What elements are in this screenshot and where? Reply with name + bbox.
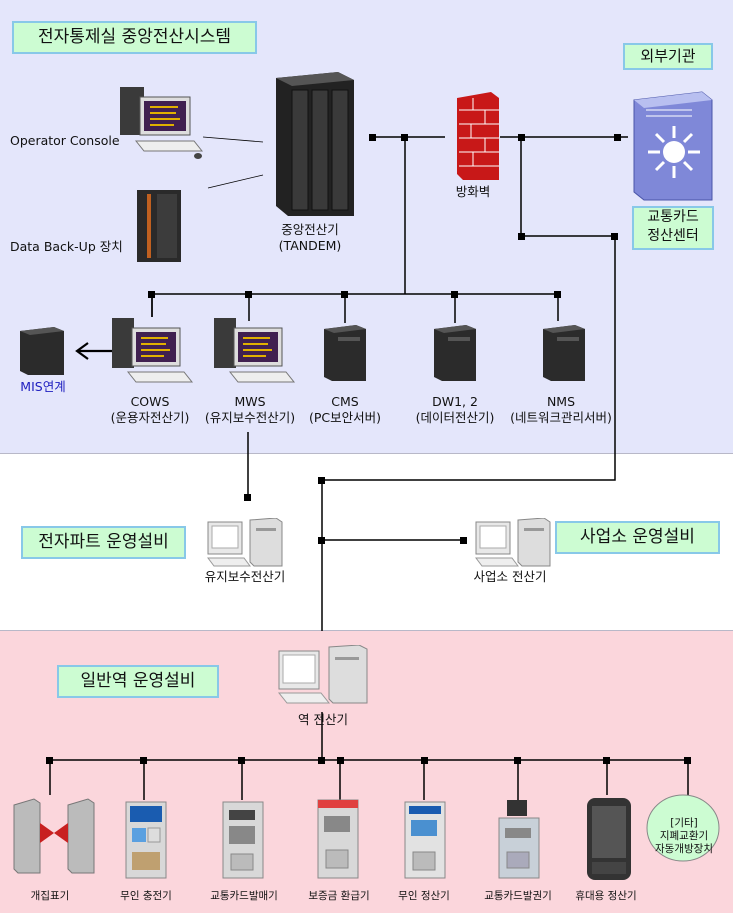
data-backup-label: Data Back-Up 장치: [10, 239, 123, 254]
maintenance-pc-label: 유지보수전산기: [204, 569, 286, 584]
other-line1: [기타]: [670, 817, 698, 829]
station-pc-icon: [277, 645, 368, 704]
charger-device-icon: [125, 801, 167, 879]
server-cms-desc: (PC보안서버): [308, 410, 382, 425]
operator-console-workstation: [120, 87, 204, 159]
cms-server-icon: [324, 325, 366, 381]
station-pc-label: 역 전산기: [298, 712, 348, 727]
office-pc-icon: [475, 518, 551, 567]
device-deposit-refund-label: 보증금 환급기: [308, 890, 370, 902]
fare-adjust-device-icon: [404, 801, 446, 879]
central-computer-name: 중앙전산기: [281, 222, 339, 237]
portable-adjust-device-icon: [587, 798, 631, 880]
card-issue-device-icon: [498, 800, 540, 879]
station-title: 일반역 운영설비: [57, 665, 219, 698]
firewall-icon: [457, 92, 499, 180]
server-dw-name: DW1, 2: [432, 394, 478, 409]
external-agency-title: 외부기관: [623, 43, 713, 70]
card-vending-device-icon: [222, 801, 264, 879]
server-cows-name: COWS: [130, 394, 170, 409]
server-cms-name: CMS: [331, 394, 359, 409]
other-line3: 자동개방장치: [655, 843, 713, 855]
server-cows-desc: (운용자전산기): [110, 410, 190, 425]
server-nms-desc: (네트워크관리서버): [510, 410, 612, 425]
card-center-line1: 교통카드: [647, 209, 699, 225]
electronics-part-title: 전자파트 운영설비: [21, 526, 186, 559]
data-backup-device: [137, 190, 181, 262]
operator-console-label: Operator Console: [10, 133, 120, 148]
other-devices-bubble: [646, 794, 720, 862]
card-settlement-center: 교통카드 정산센터: [632, 206, 714, 250]
central-computer-model: (TANDEM): [278, 238, 342, 253]
mws-workstation: [214, 318, 296, 383]
office-pc-label: 사업소 전산기: [473, 569, 547, 584]
external-switch-icon: [633, 91, 713, 201]
device-card-vending-label: 교통카드발매기: [210, 890, 278, 902]
server-nms-name: NMS: [546, 394, 576, 409]
central-system-zone: [0, 0, 733, 454]
dw-server-icon: [434, 325, 476, 381]
card-center-line2: 정산센터: [647, 228, 699, 244]
device-portable-adjust-label: 휴대용 정산기: [575, 890, 637, 902]
firewall-label: 방화벽: [455, 184, 491, 199]
mis-link-label: MIS연계: [20, 379, 66, 394]
other-line2: 지폐교환기: [659, 830, 709, 842]
device-card-issue-label: 교통카드발권기: [484, 890, 552, 902]
nms-server-icon: [543, 325, 585, 381]
maintenance-pc-icon: [207, 518, 283, 567]
office-title: 사업소 운영설비: [555, 521, 720, 554]
cows-workstation: [112, 318, 194, 383]
gate-device-icon: [13, 798, 95, 874]
mis-server-icon: [20, 327, 64, 375]
server-mws-name: MWS: [234, 394, 266, 409]
deposit-refund-device-icon: [317, 799, 359, 879]
device-charger-label: 무인 충전기: [120, 890, 172, 902]
server-dw-desc: (데이터전산기): [415, 410, 495, 425]
device-fare-adjust-label: 무인 정산기: [398, 890, 450, 902]
device-gate-label: 개집표기: [30, 890, 70, 902]
top-section-title: 전자통제실 중앙전산시스템: [12, 21, 257, 54]
central-computer-tandem: [276, 72, 354, 216]
server-mws-desc: (유지보수전산기): [204, 410, 296, 425]
